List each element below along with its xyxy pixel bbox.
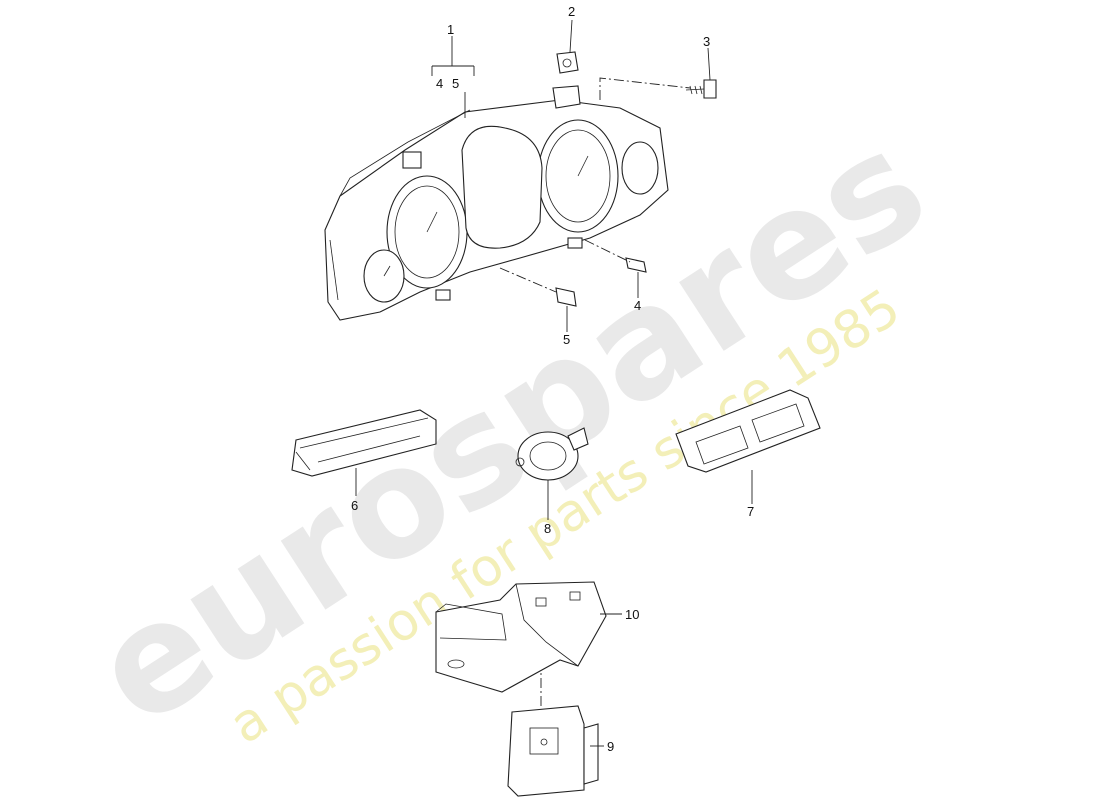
screw-icon[interactable]: [685, 79, 717, 99]
switch-panel-icon[interactable]: [291, 409, 437, 477]
panel-icon[interactable]: [675, 389, 821, 473]
callout-5: 5: [563, 332, 570, 347]
alignment-line-3: [599, 77, 691, 100]
callout-9: 9: [607, 739, 614, 754]
callout-6: 6: [351, 498, 358, 513]
bracket-icon[interactable]: [625, 257, 647, 273]
instrument-cluster-icon[interactable]: [324, 85, 669, 321]
callout-3: 3: [703, 34, 710, 49]
callout-2: 2: [568, 4, 575, 19]
callout-5-group: 5: [452, 76, 459, 91]
leader-lines: [355, 19, 753, 747]
alignment-line-5: [499, 267, 557, 293]
callout-7: 7: [747, 504, 754, 519]
alignment-line-4: [584, 239, 631, 263]
callout-1: 1: [447, 22, 454, 37]
bracket-icon-5[interactable]: [555, 287, 577, 307]
callout-10: 10: [625, 607, 639, 622]
callout-4-group: 4: [436, 76, 443, 91]
callout-8: 8: [544, 521, 551, 536]
control-unit-icon[interactable]: [507, 705, 599, 797]
holder-bracket-icon[interactable]: [435, 581, 607, 693]
callout-4: 4: [634, 298, 641, 313]
clip-icon[interactable]: [556, 51, 579, 74]
